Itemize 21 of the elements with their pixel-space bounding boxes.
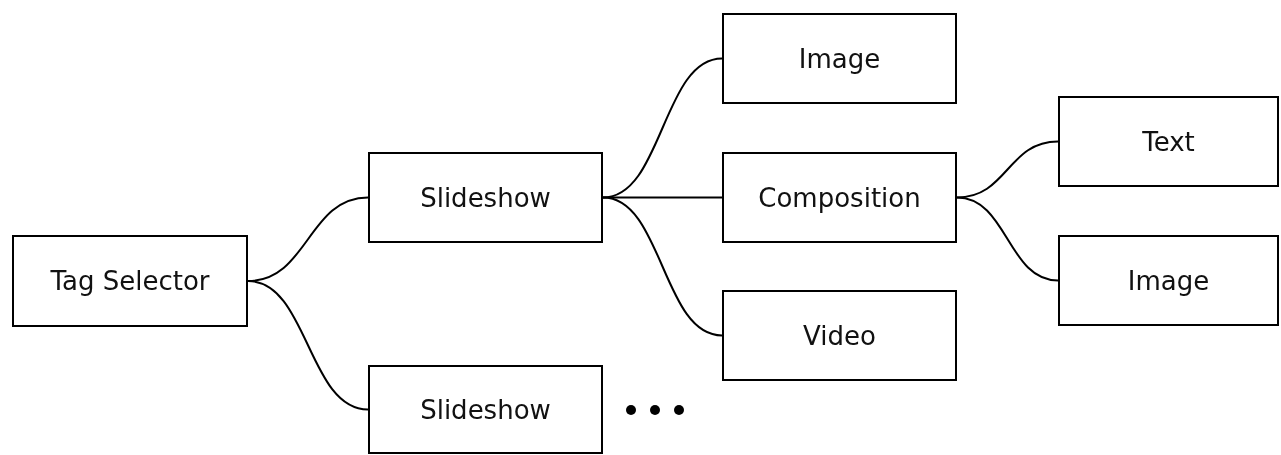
connector bbox=[247, 280, 369, 411]
process-box bbox=[12, 235, 248, 327]
node-label: Video bbox=[803, 320, 876, 351]
connector bbox=[602, 57, 723, 199]
process-box bbox=[722, 290, 957, 381]
process-box bbox=[722, 13, 957, 104]
node-label: Slideshow bbox=[420, 182, 551, 213]
process-box bbox=[1058, 96, 1279, 187]
connector bbox=[602, 196, 723, 337]
node-label: Tag Selector bbox=[50, 266, 210, 296]
connector bbox=[956, 196, 1059, 282]
process-box bbox=[722, 152, 957, 243]
node-label: Image bbox=[798, 43, 881, 74]
process-box bbox=[368, 152, 603, 243]
process-box bbox=[1058, 235, 1279, 326]
node-label: Slideshow bbox=[420, 394, 551, 425]
process-box bbox=[368, 365, 603, 454]
connector bbox=[956, 140, 1059, 199]
node-label: Text bbox=[1142, 126, 1195, 157]
node-label: Composition bbox=[758, 182, 921, 213]
node-label: Image bbox=[1127, 265, 1210, 296]
